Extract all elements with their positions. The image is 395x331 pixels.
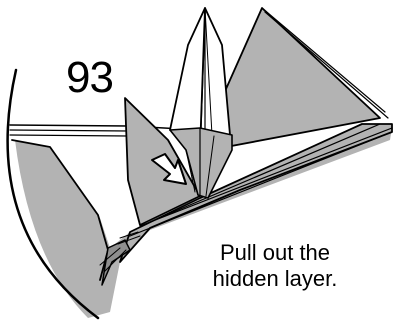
instruction-line-1: Pull out the <box>190 240 360 266</box>
instruction-text: Pull out the hidden layer. <box>190 240 360 292</box>
step-number: 93 <box>66 56 113 100</box>
paper-layer-edge-2 <box>10 130 128 131</box>
paper-layer-edge-3 <box>10 135 128 136</box>
instruction-line-2: hidden layer. <box>190 266 360 292</box>
